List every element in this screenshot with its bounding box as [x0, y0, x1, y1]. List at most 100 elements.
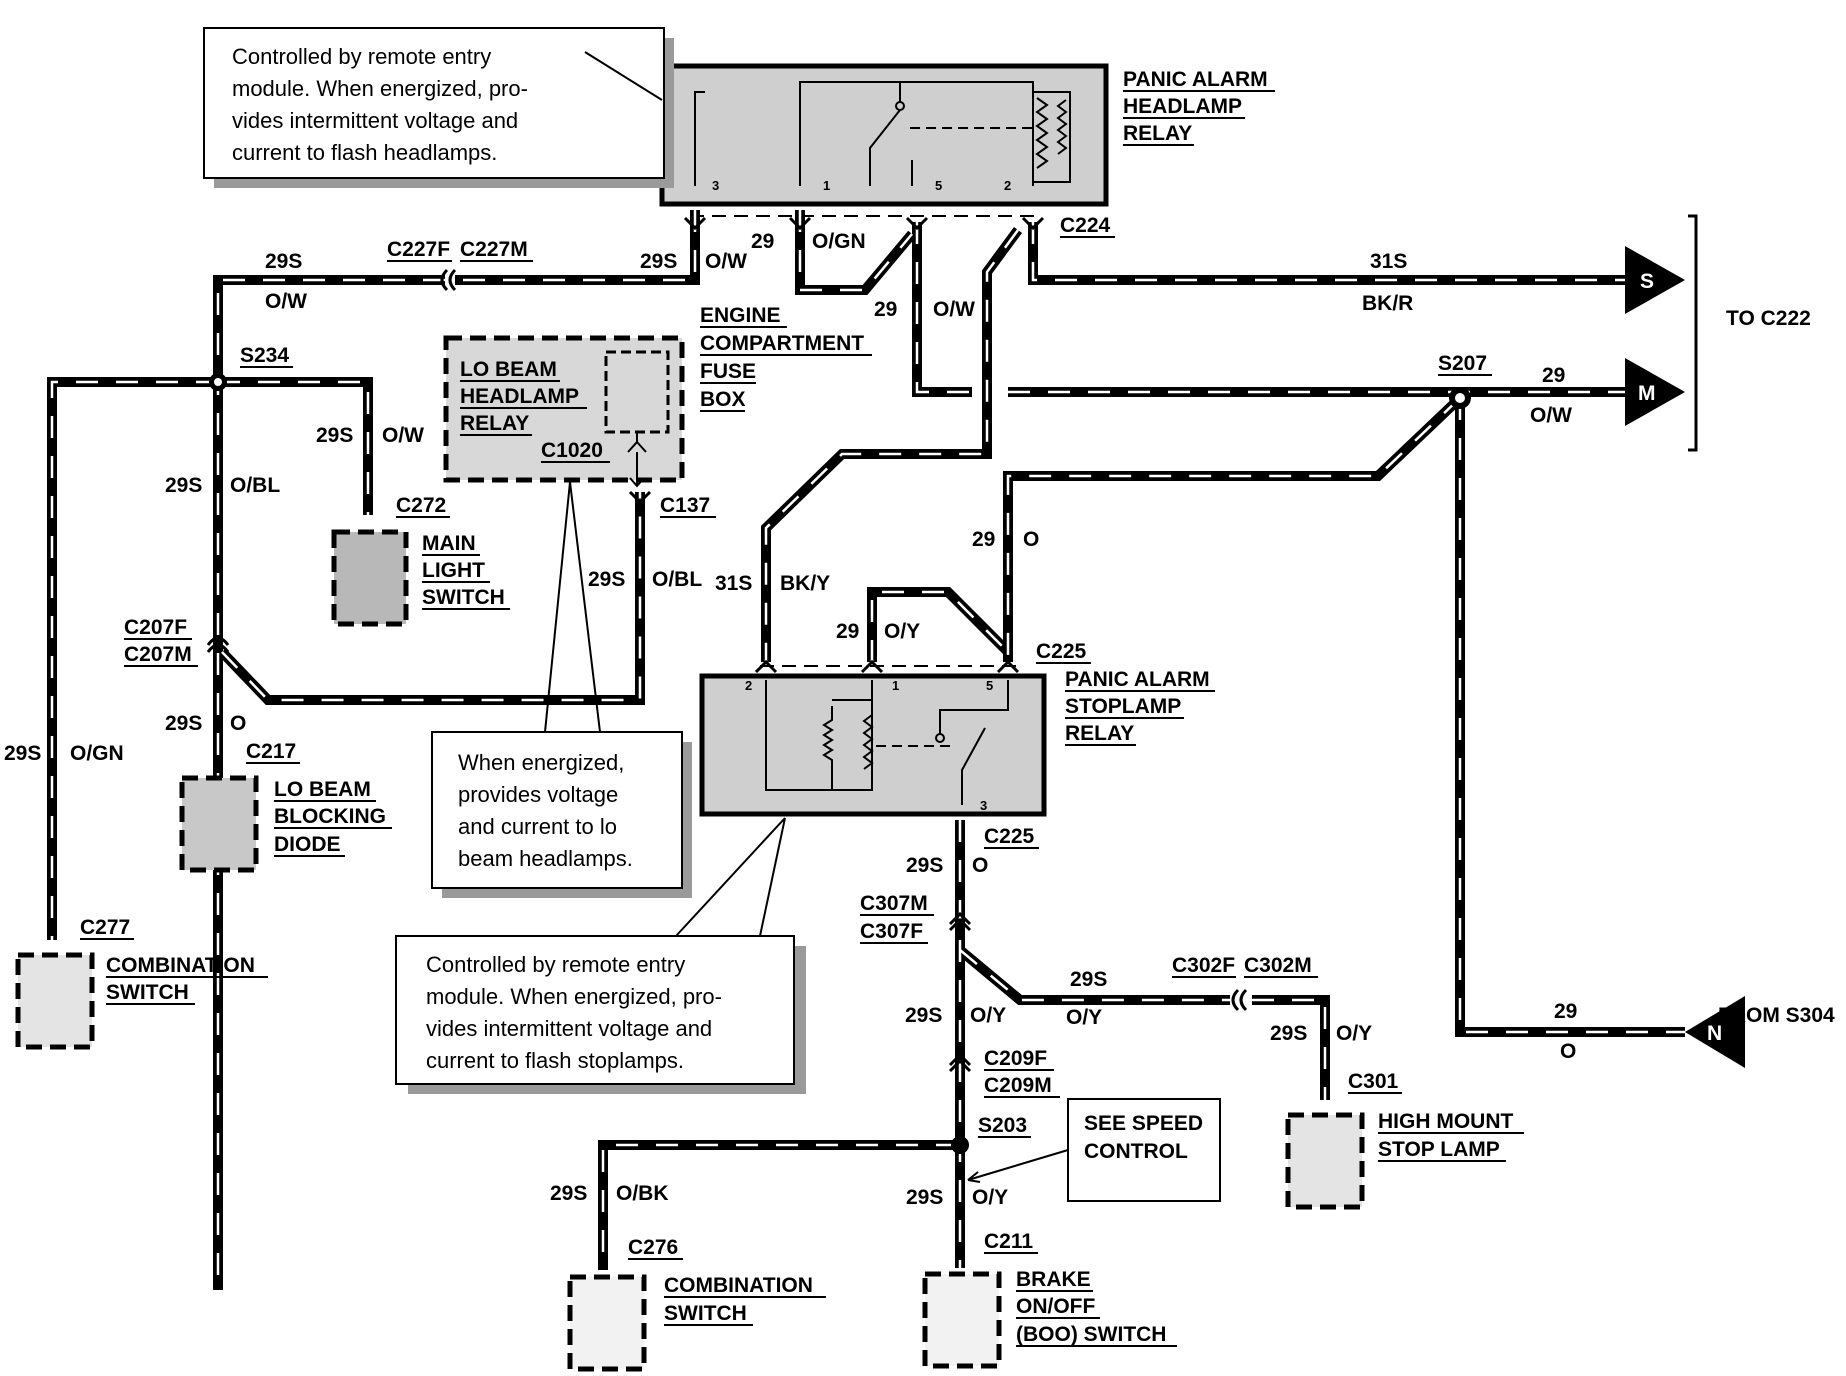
high-mount-stop-lamp: HIGH MOUNT STOP LAMP [1285, 1110, 1524, 1210]
svg-text:CONTROL: CONTROL [1084, 1140, 1188, 1163]
svg-text:O/GN: O/GN [812, 230, 866, 253]
svg-text:PANIC ALARM: PANIC ALARM [1065, 668, 1210, 691]
svg-text:O: O [230, 712, 246, 735]
to-c222-label: TO C222 [1726, 307, 1811, 330]
panic-alarm-stoplamp-relay: 2 1 5 3 [699, 673, 1047, 817]
svg-text:C307M: C307M [860, 892, 928, 915]
svg-text:C209F: C209F [984, 1047, 1047, 1070]
connector-marks [206, 216, 1248, 1073]
svg-text:O/GN: O/GN [70, 742, 124, 765]
svg-text:O: O [1560, 1040, 1576, 1063]
svg-text:C307F: C307F [860, 920, 923, 943]
svg-text:C207F: C207F [124, 616, 187, 639]
svg-text:O/Y: O/Y [972, 1186, 1008, 1209]
svg-text:BRAKE: BRAKE [1016, 1268, 1091, 1291]
svg-text:HEADLAMP: HEADLAMP [460, 385, 579, 408]
svg-text:vides intermittent voltage and: vides intermittent voltage and [426, 1016, 712, 1041]
panic-alarm-headlamp-relay-label: PANIC ALARM HEADLAMP RELAY [1123, 68, 1275, 146]
svg-text:C209M: C209M [984, 1074, 1052, 1097]
headlamp-relay-note: Controlled by remote entry module. When … [203, 27, 674, 188]
svg-text:O/Y: O/Y [884, 620, 920, 643]
splice-s203 [951, 1136, 969, 1154]
svg-text:O/W: O/W [265, 290, 307, 313]
svg-text:LIGHT: LIGHT [422, 559, 485, 582]
svg-text:C211: C211 [984, 1230, 1033, 1253]
svg-text:29: 29 [836, 620, 859, 643]
svg-text:provides voltage: provides voltage [458, 782, 618, 807]
pin-3: 3 [712, 178, 719, 193]
svg-text:C302M: C302M [1244, 954, 1312, 977]
svg-text:RELAY: RELAY [460, 412, 529, 435]
svg-text:29: 29 [751, 230, 774, 253]
svg-text:(BOO) SWITCH: (BOO) SWITCH [1016, 1323, 1166, 1346]
svg-text:C225: C225 [984, 825, 1035, 848]
svg-text:29S: 29S [550, 1182, 587, 1205]
svg-text:SWITCH: SWITCH [106, 981, 189, 1004]
svg-text:C137: C137 [660, 494, 710, 517]
svg-text:C225: C225 [1036, 640, 1087, 663]
wire-dashes [50, 210, 1685, 1290]
svg-text:O/Y: O/Y [1066, 1006, 1102, 1029]
svg-text:5: 5 [986, 678, 993, 693]
svg-text:Controlled by remote entry: Controlled by remote entry [426, 952, 685, 977]
stoplamp-relay-note: Controlled by remote entry module. When … [395, 817, 806, 1094]
svg-text:29S: 29S [588, 568, 625, 591]
svg-text:29S: 29S [640, 250, 677, 273]
relay-coil-icon [822, 706, 834, 790]
svg-text:29: 29 [874, 298, 897, 321]
svg-text:RELAY: RELAY [1065, 722, 1134, 745]
svg-text:BLOCKING: BLOCKING [274, 805, 386, 828]
c1020-label: C1020 [541, 439, 603, 462]
svg-text:BK/R: BK/R [1362, 292, 1413, 315]
svg-text:29: 29 [1542, 364, 1565, 387]
svg-text:29: 29 [972, 528, 995, 551]
svg-text:29: 29 [1554, 1000, 1577, 1023]
svg-text:BK/Y: BK/Y [780, 572, 830, 595]
pin-5: 5 [935, 178, 942, 193]
svg-text:3: 3 [980, 798, 987, 813]
speed-control-note: SEE SPEED CONTROL [967, 1098, 1221, 1202]
svg-text:module. When energized, pro-: module. When energized, pro- [232, 76, 528, 101]
svg-text:vides intermittent voltage and: vides intermittent voltage and [232, 108, 518, 133]
svg-text:29S: 29S [265, 250, 302, 273]
svg-text:C217: C217 [246, 740, 296, 763]
pin-1: 1 [823, 178, 830, 193]
svg-text:C224: C224 [1060, 214, 1111, 237]
svg-text:FUSE: FUSE [700, 360, 756, 383]
svg-text:29S: 29S [906, 854, 943, 877]
svg-text:S207: S207 [1438, 352, 1487, 375]
svg-text:When energized,: When energized, [458, 750, 624, 775]
from-s304-label: FROM S304 [1718, 1004, 1835, 1027]
svg-text:31S: 31S [715, 572, 752, 595]
svg-text:SWITCH: SWITCH [664, 1302, 747, 1325]
relay-coil-icon [1056, 99, 1068, 155]
svg-text:O/W: O/W [1530, 404, 1572, 427]
svg-text:C207M: C207M [124, 643, 192, 666]
svg-text:STOPLAMP: STOPLAMP [1065, 695, 1181, 718]
lo-beam-headlamp-relay: LO BEAM HEADLAMP RELAY C1020 [443, 335, 685, 488]
lo-beam-blocking-diode: LO BEAM BLOCKING DIODE [179, 775, 392, 873]
connector-labels: C224 C227F C227M S234 C137 C272 C207F C2… [80, 214, 1492, 1260]
svg-text:M: M [1638, 382, 1656, 405]
svg-text:C301: C301 [1348, 1070, 1399, 1093]
svg-text:29S: 29S [1270, 1022, 1307, 1045]
pin-2: 2 [1004, 178, 1011, 193]
svg-text:ENGINE: ENGINE [700, 304, 781, 327]
engine-compartment-fuse-box-label: ENGINE COMPARTMENT FUSE BOX [700, 304, 872, 412]
svg-text:C227F: C227F [387, 238, 450, 261]
svg-text:29S: 29S [4, 742, 41, 765]
svg-text:DIODE: DIODE [274, 833, 341, 856]
wire-labels: 29S O/W 29S O/W 29 O/GN 29 O/W 31S BK/R … [4, 230, 1577, 1209]
svg-text:C277: C277 [80, 916, 130, 939]
main-light-switch: MAIN LIGHT SWITCH [331, 529, 510, 627]
svg-text:N: N [1707, 1022, 1722, 1045]
svg-text:MAIN: MAIN [422, 532, 476, 555]
svg-text:2: 2 [745, 678, 752, 693]
svg-text:ON/OFF: ON/OFF [1016, 1295, 1095, 1318]
svg-text:31S: 31S [1370, 250, 1407, 273]
svg-text:O: O [972, 854, 988, 877]
svg-text:29S: 29S [905, 1004, 942, 1027]
svg-text:S: S [1640, 270, 1654, 293]
lo-beam-note: When energized, provides voltage and cur… [431, 481, 692, 898]
svg-text:module. When energized, pro-: module. When energized, pro- [426, 984, 722, 1009]
